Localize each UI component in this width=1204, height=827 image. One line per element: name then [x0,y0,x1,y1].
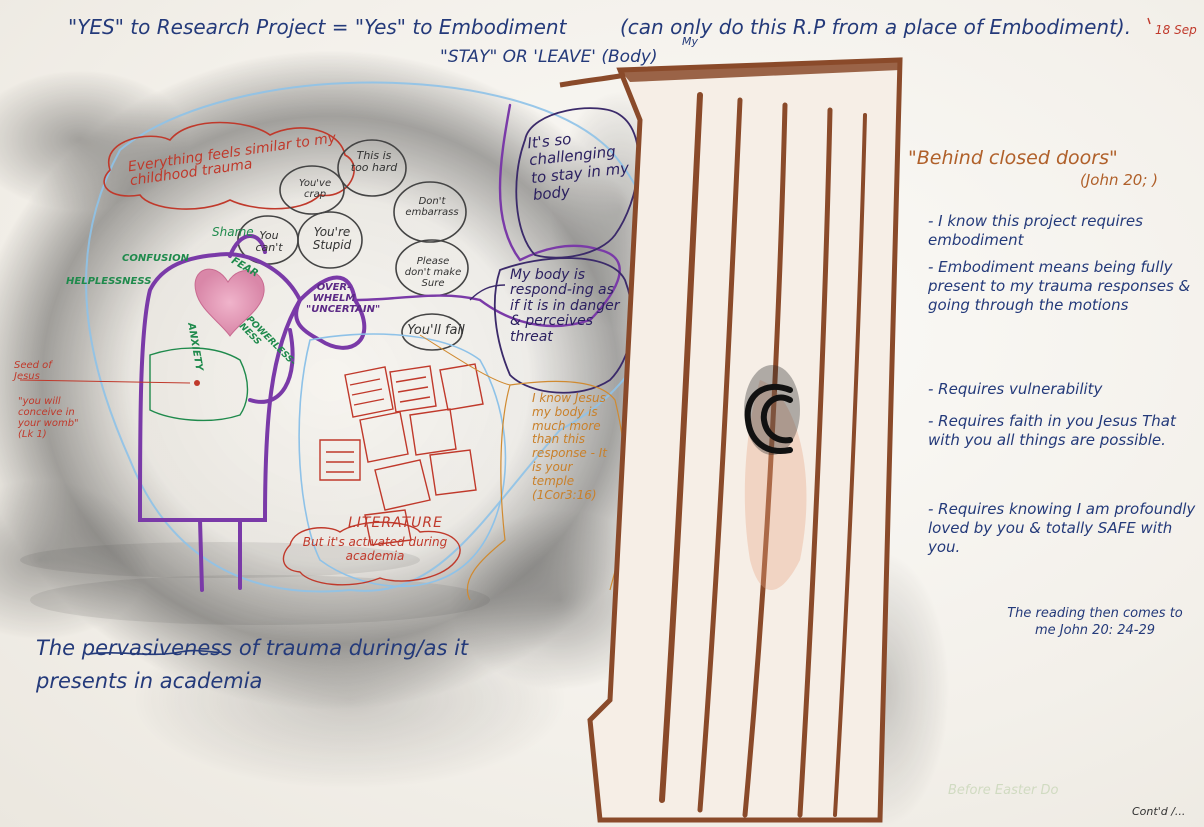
bubble-stupid: You're Stupid [304,226,360,252]
speech-jesus-temple: I know Jesus my body is much more than t… [532,392,614,502]
right-panel-item-4: - Requires faith in you Jesus That with … [928,412,1198,450]
right-panel-reference: (John 20; ) [1080,172,1158,189]
seed-quote: "you will conceive in your womb" (Lk 1) [18,396,80,440]
right-panel-item-2: - Embodiment means being fully present t… [928,258,1200,314]
bubble-embarrass: Don't embarrass [404,196,460,218]
reading-john-20: The reading then comes to me John 20: 24… [1000,606,1190,640]
header-stay-or-leave: "STAY" OR 'LEAVE' (Body) [440,48,658,67]
bubble-too-hard: This is too hard [346,150,402,174]
bubble-youll-fail: You'll fail [406,324,466,338]
emotion-confusion: CONFUSION [122,253,189,264]
seed-of-jesus-label: Seed of Jesus [14,360,58,382]
header-insert-my: My [682,36,698,48]
emotion-shame: Shame [212,226,254,239]
bubble-make-sure: Please don't make Sure [404,256,462,289]
emotion-helplessness: HELPLESSNESS [66,276,151,287]
right-panel-item-3: - Requires vulnerability [928,380,1188,399]
seed-dot [194,380,200,386]
speech-challenging: It's so challenging to stay in my body [527,125,634,204]
speech-danger: My body is respond-ing as if it is in da… [510,268,622,345]
header-date: 18 Sep [1155,24,1197,37]
bubble-crap: You've crap [290,178,340,200]
activated-during-academia: But it's activated during academia [300,536,450,564]
right-panel-item-1: - I know this project requires embodimen… [928,212,1188,250]
pervasiveness-caption: The pervasiveness of trauma during/as it… [36,632,516,697]
literature-label: LITERATURE [348,516,443,531]
overwhelm-center-label: OVER-WHELM "UNCERTAIN" [306,282,362,315]
header-title: "YES" to Research Project = "Yes" to Emb… [68,16,566,38]
right-panel-title: "Behind closed doors" [908,148,1118,169]
continued-note: Cont'd /... [1132,806,1185,818]
faded-footer-note: Before Easter Do [948,784,1058,798]
right-panel-item-5: - Requires knowing I am profoundly loved… [928,500,1198,556]
